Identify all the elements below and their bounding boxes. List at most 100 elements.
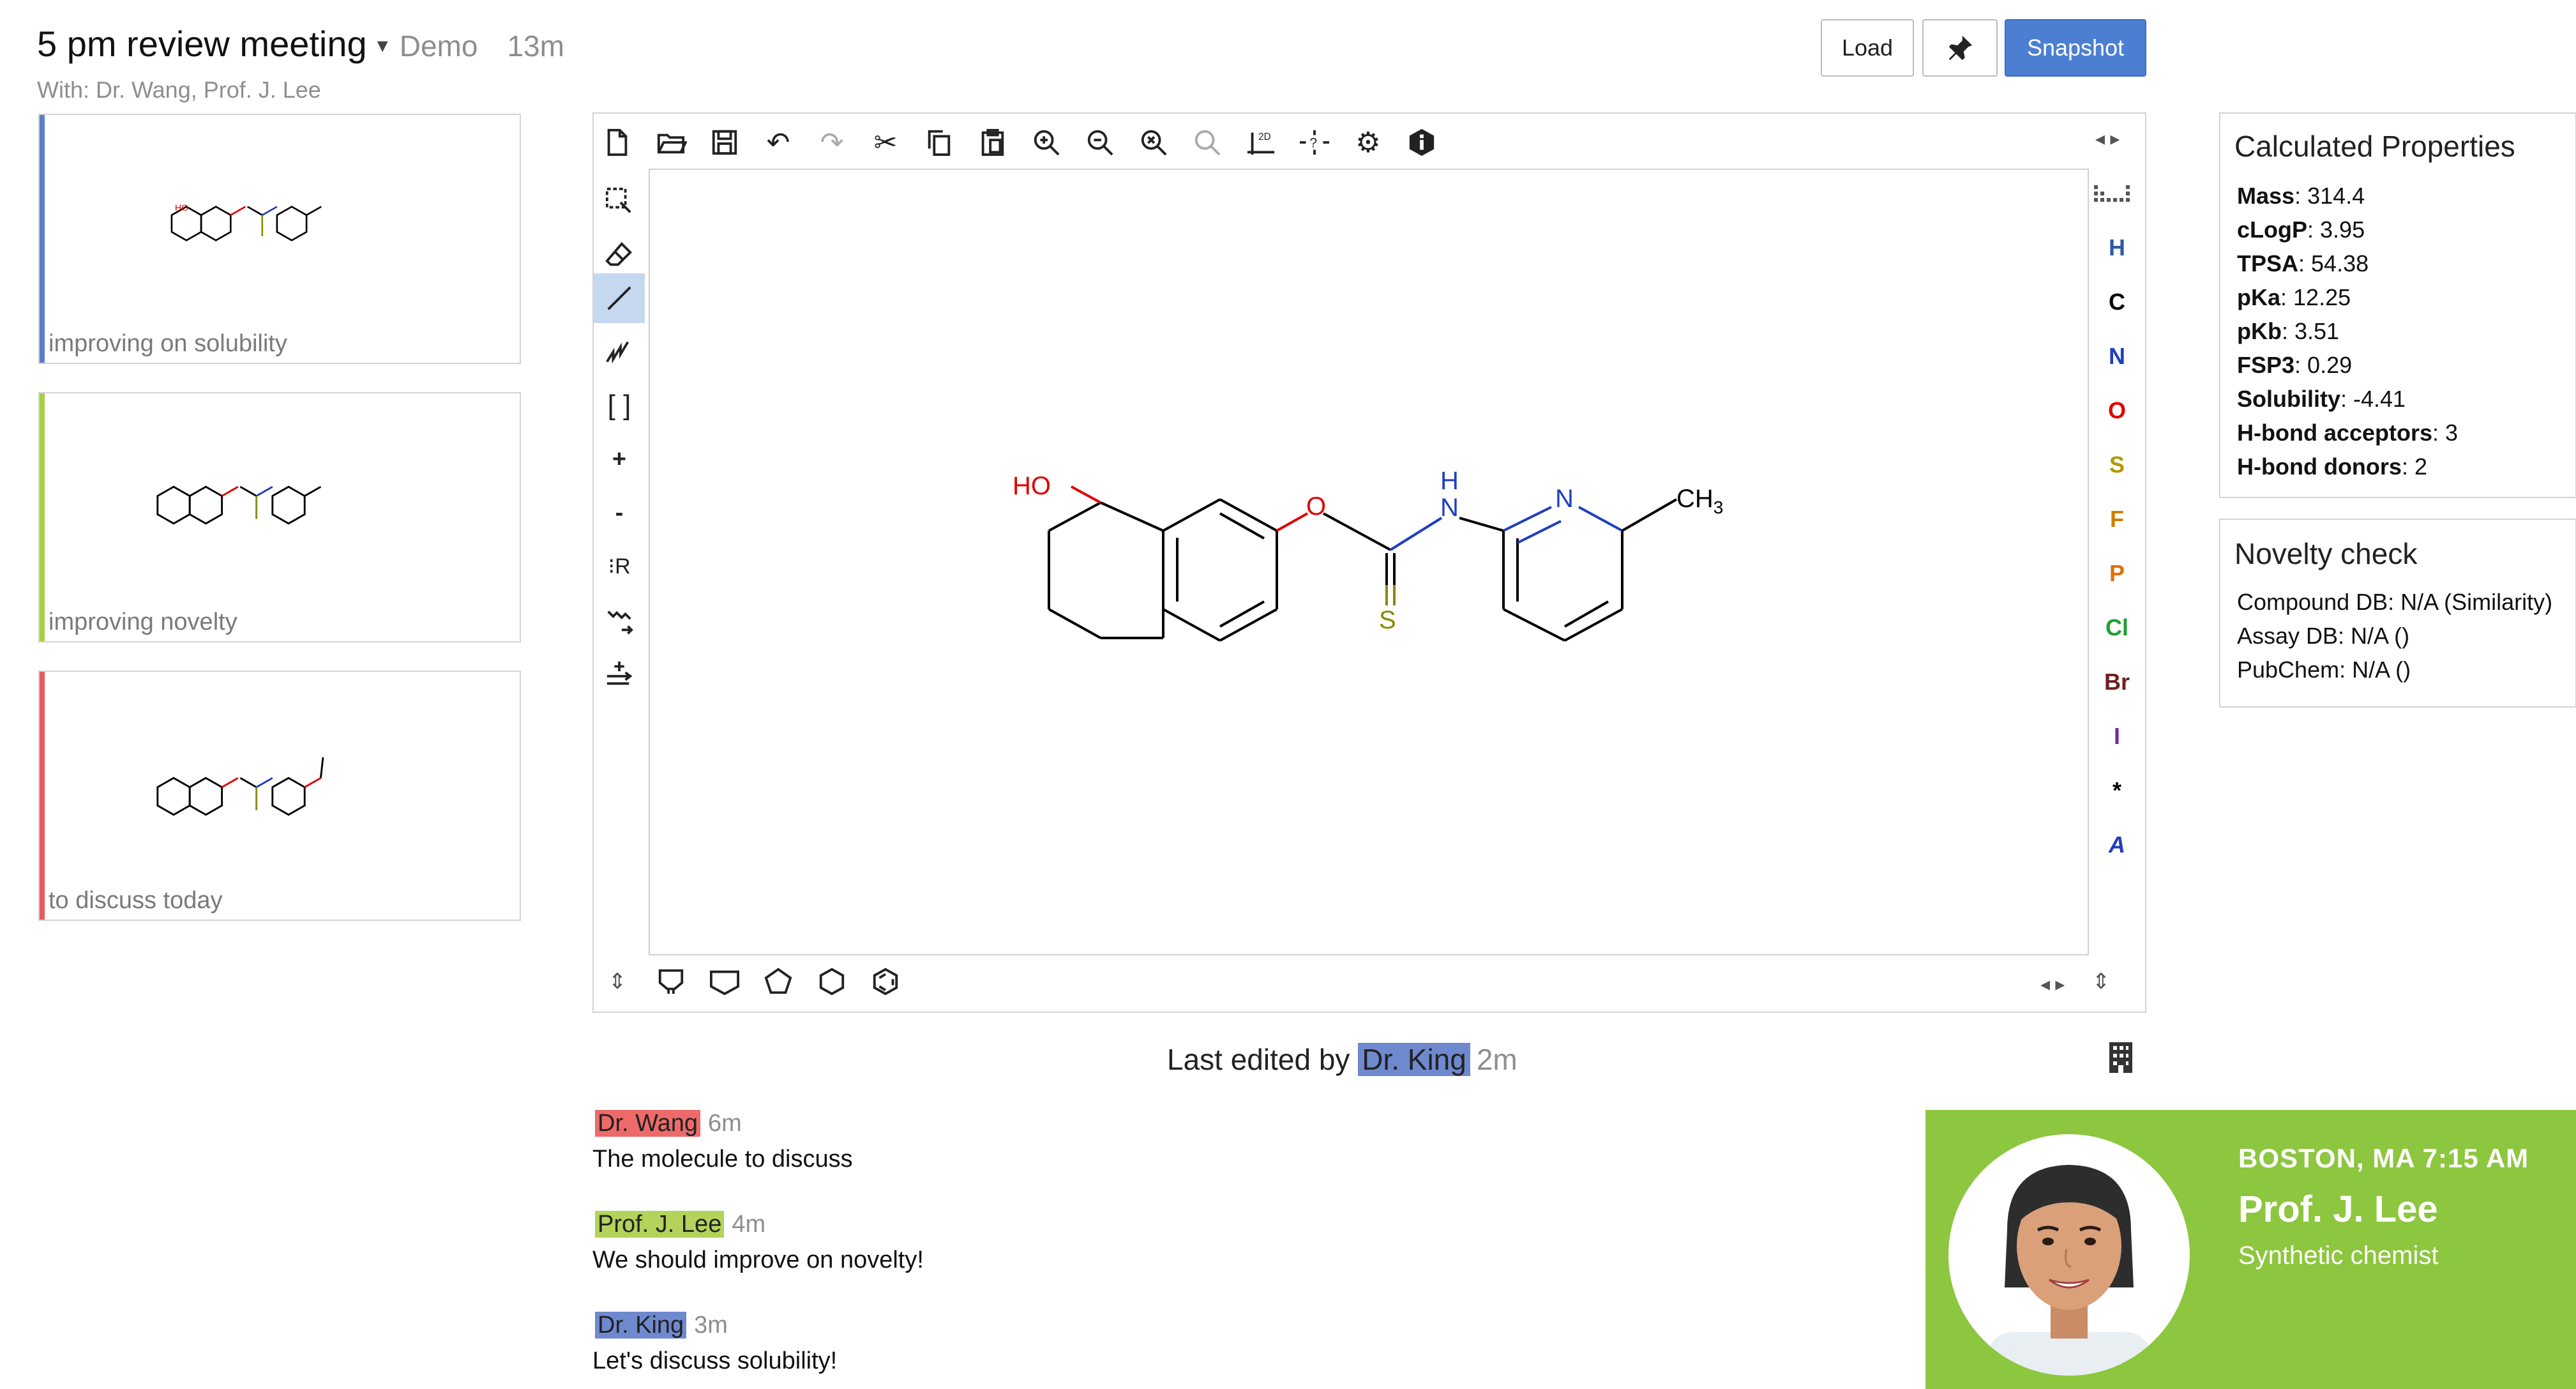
property-row: cLogP: 3.95 bbox=[2237, 216, 2365, 243]
meeting-title-row: 5 pm review meeting ▾ Demo 13m bbox=[37, 23, 564, 65]
card-label: improving novelty bbox=[49, 609, 237, 635]
chat-entry-header: Dr. Wang 6m bbox=[592, 1110, 744, 1137]
atom-label-n[interactable]: N bbox=[1555, 485, 1574, 513]
editor-bottom-toolbar: ⇕ ◂ ▸ ⇕ bbox=[598, 962, 2136, 1006]
card-accent-bar bbox=[40, 393, 45, 641]
bracket-icon[interactable]: [ ] bbox=[607, 390, 631, 421]
atom-button-s[interactable]: S bbox=[2109, 452, 2125, 478]
benzene-icon[interactable] bbox=[866, 962, 905, 1001]
atom-label-o[interactable]: O bbox=[1306, 492, 1326, 520]
pin-button[interactable] bbox=[1922, 19, 1998, 77]
reaction-plus-icon[interactable] bbox=[599, 654, 639, 694]
atom-button-n[interactable]: N bbox=[2109, 343, 2125, 369]
cyclopentane-icon[interactable] bbox=[758, 962, 798, 1001]
drawing-canvas[interactable]: HO O H N S N CH3 bbox=[649, 169, 2089, 955]
check-structure-icon[interactable]: ? bbox=[1295, 123, 1334, 162]
chat-user[interactable]: Dr. King bbox=[595, 1312, 687, 1339]
caret-down-icon[interactable]: ▾ bbox=[377, 33, 388, 57]
cyclohexane-icon[interactable] bbox=[812, 962, 852, 1001]
chat-user[interactable]: Dr. Wang bbox=[595, 1110, 700, 1137]
chat-time: 3m bbox=[694, 1312, 728, 1339]
meeting-title[interactable]: 5 pm review meeting bbox=[37, 24, 367, 64]
reaction-arrow-icon[interactable] bbox=[599, 600, 639, 640]
cyclobutane-icon[interactable] bbox=[705, 962, 744, 1001]
toolbar-scroll-arrows-icon[interactable]: ◂ ▸ bbox=[2095, 128, 2120, 149]
vertical-scroll-arrows-icon[interactable]: ⇕ bbox=[608, 969, 627, 994]
editor-left-toolbar: [ ] + - ⁝R bbox=[592, 176, 646, 725]
charge-minus-icon[interactable]: - bbox=[615, 499, 624, 526]
history-card-discuss[interactable]: to discuss today bbox=[38, 671, 521, 921]
molecule-structure: HO O H N S N CH3 bbox=[1013, 467, 1723, 642]
atom-button-i[interactable]: I bbox=[2113, 723, 2120, 749]
periodic-table-icon[interactable] bbox=[2093, 180, 2136, 218]
novelty-title: Novelty check bbox=[2234, 537, 2418, 570]
atom-label-ch3[interactable]: CH3 bbox=[1676, 485, 1723, 517]
eraser-icon[interactable] bbox=[599, 235, 639, 275]
rgroup-icon[interactable]: ⁝R bbox=[608, 554, 631, 579]
settings-icon[interactable]: ⚙ bbox=[1355, 126, 1381, 158]
atom-label-s[interactable]: S bbox=[1379, 606, 1396, 634]
new-file-icon[interactable] bbox=[598, 123, 637, 162]
open-folder-icon[interactable] bbox=[651, 123, 691, 162]
property-row: H-bond donors: 2 bbox=[2237, 453, 2427, 480]
chat-message: Let's discuss solubility! bbox=[592, 1347, 838, 1374]
chain-icon[interactable] bbox=[599, 332, 639, 372]
bond-icon[interactable] bbox=[599, 278, 639, 318]
atom-button-br[interactable]: Br bbox=[2104, 669, 2130, 695]
property-row: FSP3: 0.29 bbox=[2237, 352, 2353, 378]
property-row: H-bond acceptors: 3 bbox=[2237, 420, 2459, 446]
atom-button-generic[interactable]: A bbox=[2109, 831, 2125, 858]
zoom-in-icon[interactable] bbox=[1027, 123, 1066, 162]
atom-label-nh-n[interactable]: N bbox=[1440, 494, 1459, 522]
vertical-resize-icon[interactable]: ⇕ bbox=[2091, 969, 2111, 994]
snapshot-button[interactable]: Snapshot bbox=[2005, 19, 2146, 77]
editor-top-toolbar: ↶ ↷ ✂ 2D ? ⚙ bbox=[598, 123, 1453, 167]
building-icon[interactable] bbox=[2107, 1041, 2135, 1077]
select-icon[interactable] bbox=[599, 181, 639, 221]
info-icon[interactable] bbox=[1402, 123, 1442, 162]
clean-icon[interactable] bbox=[1187, 123, 1227, 162]
atom-label-ho[interactable]: HO bbox=[1013, 472, 1051, 500]
atom-button-p[interactable]: P bbox=[2109, 560, 2125, 586]
atom-button-o[interactable]: O bbox=[2107, 397, 2126, 423]
chat-user[interactable]: Prof. J. Lee bbox=[595, 1211, 725, 1238]
charge-plus-icon[interactable]: + bbox=[612, 445, 627, 473]
atom-button-f[interactable]: F bbox=[2110, 506, 2124, 532]
zoom-reset-icon[interactable] bbox=[1134, 123, 1173, 162]
redo-icon[interactable]: ↷ bbox=[820, 126, 844, 158]
last-edited-prefix: Last edited by bbox=[1167, 1043, 1350, 1076]
save-icon[interactable] bbox=[705, 123, 744, 162]
svg-text:?: ? bbox=[1309, 136, 1317, 151]
novelty-row: PubChem: N/A () bbox=[2237, 657, 2411, 683]
cut-icon[interactable]: ✂ bbox=[873, 126, 898, 158]
atom-button-cl[interactable]: Cl bbox=[2105, 614, 2128, 641]
project-name: Demo bbox=[399, 29, 478, 63]
history-card-solubility[interactable]: HO improving on solubility bbox=[38, 114, 521, 364]
horizontal-scroll-arrows-icon[interactable]: ◂ ▸ bbox=[2040, 974, 2065, 995]
layout-2d-icon[interactable]: 2D bbox=[1241, 123, 1281, 162]
novelty-row: Compound DB: N/A (Similarity) bbox=[2237, 589, 2553, 615]
zoom-out-icon[interactable] bbox=[1080, 123, 1120, 162]
atom-label-nh-h[interactable]: H bbox=[1440, 467, 1459, 495]
atom-button-c[interactable]: C bbox=[2109, 289, 2125, 315]
history-card-novelty[interactable]: improving novelty bbox=[38, 392, 521, 642]
atom-button-any[interactable]: * bbox=[2112, 777, 2121, 803]
template-icon[interactable] bbox=[651, 962, 691, 1001]
card-label: improving on solubility bbox=[49, 330, 287, 357]
paste-icon[interactable] bbox=[973, 123, 1013, 162]
svg-text:HO: HO bbox=[175, 202, 188, 213]
last-edited-user[interactable]: Dr. King bbox=[1358, 1043, 1470, 1076]
atom-button-h[interactable]: H bbox=[2109, 234, 2125, 261]
chat-time: 6m bbox=[707, 1110, 742, 1137]
molecule-thumbnail bbox=[156, 485, 322, 525]
undo-icon[interactable]: ↶ bbox=[766, 126, 790, 158]
molecule-thumbnail bbox=[156, 757, 324, 816]
chat-message: We should improve on novelty! bbox=[592, 1247, 924, 1273]
card-accent-bar bbox=[40, 672, 45, 920]
load-button[interactable]: Load bbox=[1821, 19, 1914, 77]
chat-entry-header: Dr. King 3m bbox=[592, 1312, 730, 1339]
copy-icon[interactable] bbox=[919, 123, 959, 162]
meeting-elapsed: 13m bbox=[507, 29, 564, 63]
